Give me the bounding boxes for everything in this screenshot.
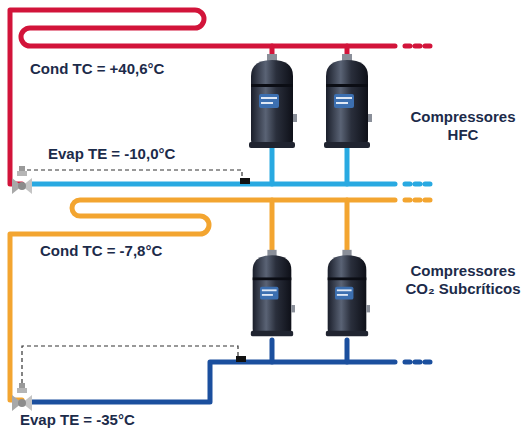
compressor-label: Compressores HFC (402, 108, 524, 144)
temperature-label: Cond TC = +40,6°C (30, 60, 164, 78)
compressor-label: Compressores CO₂ Subcríticos (402, 262, 524, 298)
temperature-label: Evap TE = -35°C (20, 411, 135, 429)
temperature-label: Evap TE = -10,0°C (48, 145, 175, 163)
temperature-label: Cond TC = -7,8°C (40, 242, 162, 260)
